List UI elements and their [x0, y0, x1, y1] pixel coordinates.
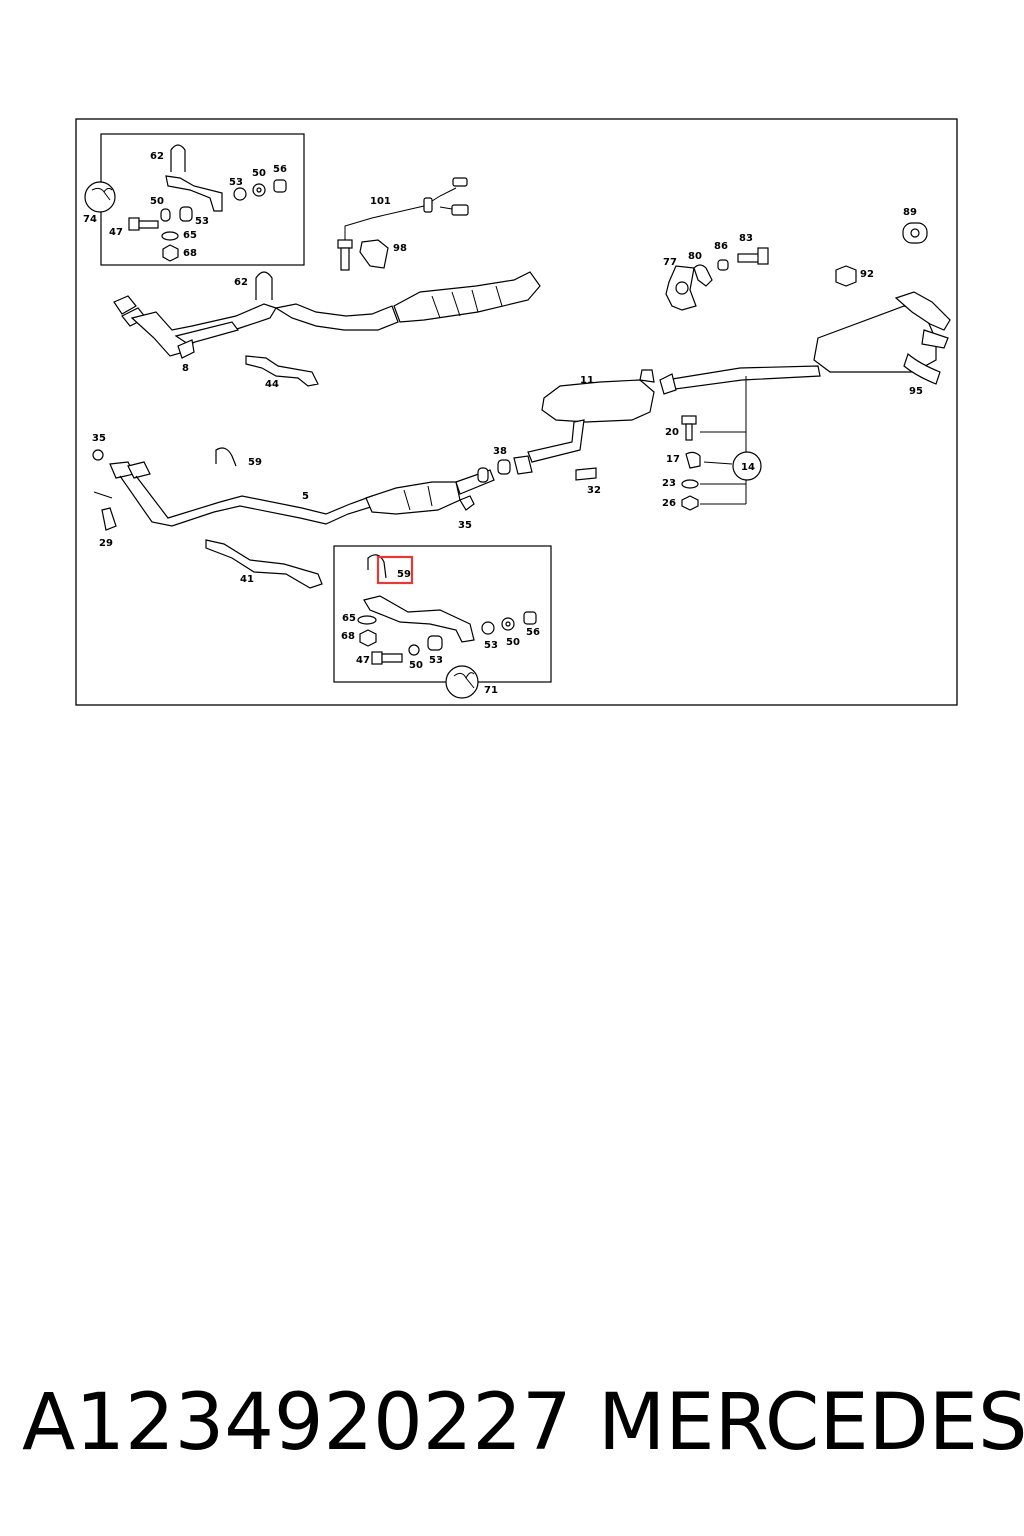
label-50: 50 — [150, 196, 164, 207]
label-53: 53 — [195, 216, 209, 227]
bracket-44 — [245, 355, 319, 387]
inset-box-top — [100, 133, 305, 266]
label-50: 50 — [409, 660, 423, 671]
middle-muffler-11 — [527, 369, 655, 463]
label-56: 56 — [273, 164, 287, 175]
label-29: 29 — [99, 538, 113, 549]
label-80: 80 — [688, 251, 702, 262]
label-14: 14 — [741, 462, 755, 473]
part-number: A1234920227 — [22, 1378, 572, 1468]
label-26: 26 — [662, 498, 676, 509]
label-68: 68 — [183, 248, 197, 259]
label-20: 20 — [665, 427, 679, 438]
label-50: 50 — [506, 637, 520, 648]
brand-name: MERCEDES — [598, 1378, 1024, 1468]
rear-muffler — [659, 291, 951, 395]
label-71: 71 — [484, 685, 498, 696]
label-101: 101 — [370, 196, 391, 207]
label-86: 86 — [714, 241, 728, 252]
label-5: 5 — [302, 491, 309, 502]
inset-box-bottom — [333, 545, 552, 683]
label-98: 98 — [393, 243, 407, 254]
label-8: 8 — [182, 363, 189, 374]
label-62: 62 — [234, 277, 248, 288]
label-95: 95 — [909, 386, 923, 397]
label-35: 35 — [92, 433, 106, 444]
label-59-highlighted: 59 — [397, 569, 411, 580]
callout-labels: 62 53 50 56 50 53 74 47 65 68 101 98 62 … — [83, 151, 923, 696]
label-53: 53 — [229, 177, 243, 188]
label-47: 47 — [109, 227, 123, 238]
u-bolt-59-upper — [215, 447, 237, 467]
label-68: 68 — [341, 631, 355, 642]
label-38: 38 — [493, 446, 507, 457]
label-53: 53 — [484, 640, 498, 651]
inset-top-parts — [84, 144, 287, 262]
label-65: 65 — [342, 613, 356, 624]
label-47: 47 — [356, 655, 370, 666]
oxygen-sensor-parts — [255, 177, 469, 300]
front-pipe-5 — [92, 449, 597, 531]
highlight-box-59 — [376, 555, 414, 585]
label-44: 44 — [265, 379, 279, 390]
label-53: 53 — [429, 655, 443, 666]
label-74: 74 — [83, 214, 97, 225]
front-pipe-8 — [113, 271, 541, 359]
label-56: 56 — [526, 627, 540, 638]
label-35: 35 — [458, 520, 472, 531]
inset-bottom-parts — [357, 554, 537, 699]
label-50: 50 — [252, 168, 266, 179]
label-92: 92 — [860, 269, 874, 280]
label-83: 83 — [739, 233, 753, 244]
label-59: 59 — [248, 457, 262, 468]
exhaust-system-diagram: 62 53 50 56 50 53 74 47 65 68 101 98 62 … — [75, 118, 958, 706]
bracket-41 — [205, 539, 323, 589]
label-41: 41 — [240, 574, 254, 585]
mounting-parts-right — [665, 222, 928, 311]
label-23: 23 — [662, 478, 676, 489]
diagram-frame — [75, 118, 958, 706]
label-65: 65 — [183, 230, 197, 241]
label-62: 62 — [150, 151, 164, 162]
label-32: 32 — [587, 485, 601, 496]
label-11: 11 — [580, 375, 594, 386]
label-89: 89 — [903, 207, 917, 218]
label-77: 77 — [663, 257, 677, 268]
label-17: 17 — [666, 454, 680, 465]
hardware-14-group — [681, 376, 762, 511]
